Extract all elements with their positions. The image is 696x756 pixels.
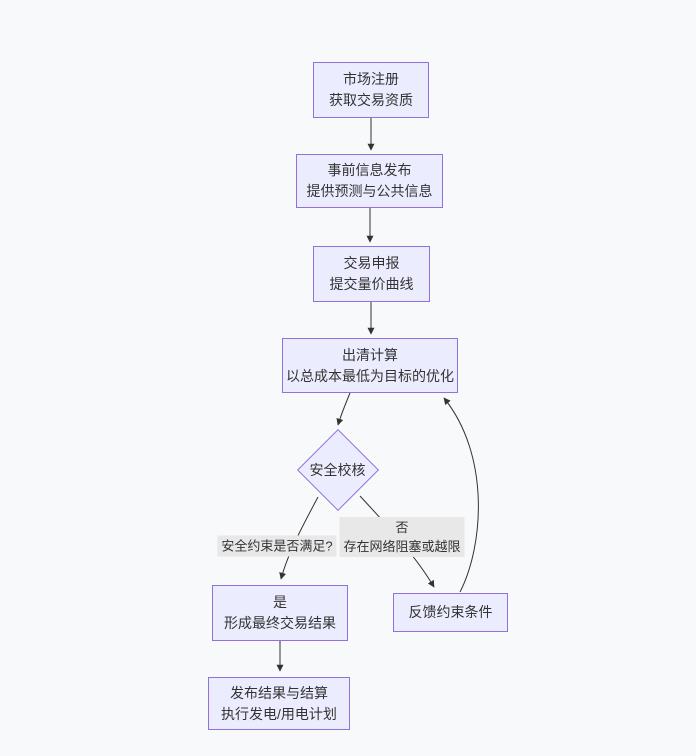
node-label-line: 事前信息发布	[327, 162, 412, 178]
node-label-line: 安全校核	[309, 461, 366, 478]
edge-clearing-to-security	[336, 392, 351, 426]
node-clearing: 出清计算 以总成本最低为目标的优化	[282, 338, 458, 393]
node-security-check: 安全校核	[296, 428, 379, 511]
edge-label-line: 存在网络阻塞或越限	[343, 539, 461, 554]
node-label-line: 提交量价曲线	[329, 276, 414, 292]
edge-label-question: 安全约束是否满足?	[217, 535, 337, 557]
node-label-line: 执行发电/用电计划	[221, 705, 337, 722]
node-label-line: 形成最终交易结果	[224, 615, 336, 631]
node-pre-info: 事前信息发布 提供预测与公共信息	[296, 154, 443, 208]
node-label-line: 是	[273, 594, 287, 610]
edge-feedback-to-clearing	[443, 397, 479, 593]
node-label-line: 提供预测与公共信息	[306, 183, 433, 199]
node-label-line: 反馈约束条件	[408, 604, 493, 620]
node-label-line: 以总成本最低为目标的优化	[286, 367, 454, 384]
node-feedback-constraints: 反馈约束条件	[393, 593, 508, 632]
node-final-result: 是 形成最终交易结果	[212, 585, 348, 641]
node-label-line: 出清计算	[342, 346, 398, 363]
node-bid-submit: 交易申报 提交量价曲线	[313, 246, 430, 302]
edge-label-line: 否	[395, 520, 409, 535]
edge-label-line: 安全约束是否满足?	[221, 538, 333, 554]
edge-label-no-branch: 否 存在网络阻塞或越限	[339, 517, 465, 557]
node-label-line: 发布结果与结算	[230, 684, 328, 701]
node-label-line: 获取交易资质	[329, 92, 413, 108]
node-label-line: 交易申报	[343, 255, 400, 271]
node-market-register: 市场注册 获取交易资质	[313, 62, 429, 118]
node-publish-settle: 发布结果与结算 执行发电/用电计划	[208, 677, 350, 730]
node-label-line: 市场注册	[343, 71, 399, 87]
